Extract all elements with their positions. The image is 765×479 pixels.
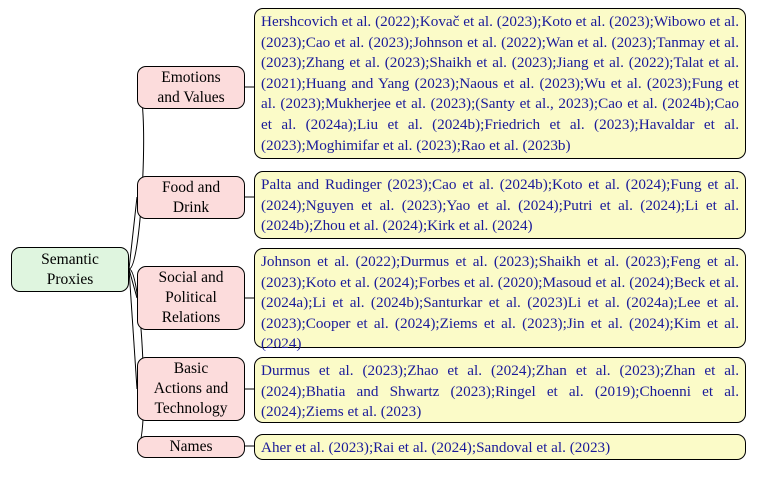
category-label: Food and Drink [161, 178, 221, 216]
root-node: Semantic Proxies [11, 247, 129, 292]
connector-root-to-social [128, 268, 138, 299]
category-label: Names [169, 438, 213, 455]
references-text: Aher et al. (2023);Rai et al. (2024);San… [261, 439, 611, 456]
references-food-and-drink: Palta and Rudinger (2023);Cao et al. (20… [254, 171, 746, 239]
category-food-and-drink: Food and Drink [137, 176, 245, 219]
connector-root-to-food [128, 196, 138, 270]
references-text: Durmus et al. (2023);Zhao et al. (2024);… [261, 362, 739, 421]
references-names: Aher et al. (2023);Rai et al. (2024);San… [254, 434, 746, 460]
category-label: Social and Political Relations [158, 269, 224, 326]
references-text: Hershcovich et al. (2022);Kovač et al. (… [261, 13, 739, 154]
category-social-and-political-relations: Social and Political Relations [137, 266, 245, 330]
root-label: Semantic Proxies [41, 250, 99, 288]
category-emotions-and-values: Emotions and Values [137, 66, 245, 109]
references-emotions-and-values: Hershcovich et al. (2022);Kovač et al. (… [254, 8, 746, 159]
references-social-and-political-relations: Johnson et al. (2022);Durmus et al. (202… [254, 248, 746, 352]
references-text: Johnson et al. (2022);Durmus et al. (202… [261, 253, 739, 353]
references-basic-actions-and-technology: Durmus et al. (2023);Zhao et al. (2024);… [254, 357, 746, 423]
category-basic-actions-and-technology: Basic Actions and Technology [137, 357, 245, 421]
references-text: Palta and Rudinger (2023);Cao et al. (20… [261, 176, 739, 235]
category-label: Emotions and Values [157, 68, 225, 106]
category-names: Names [137, 436, 245, 458]
connector-root-to-basic [128, 268, 138, 390]
category-label: Basic Actions and Technology [153, 360, 229, 417]
